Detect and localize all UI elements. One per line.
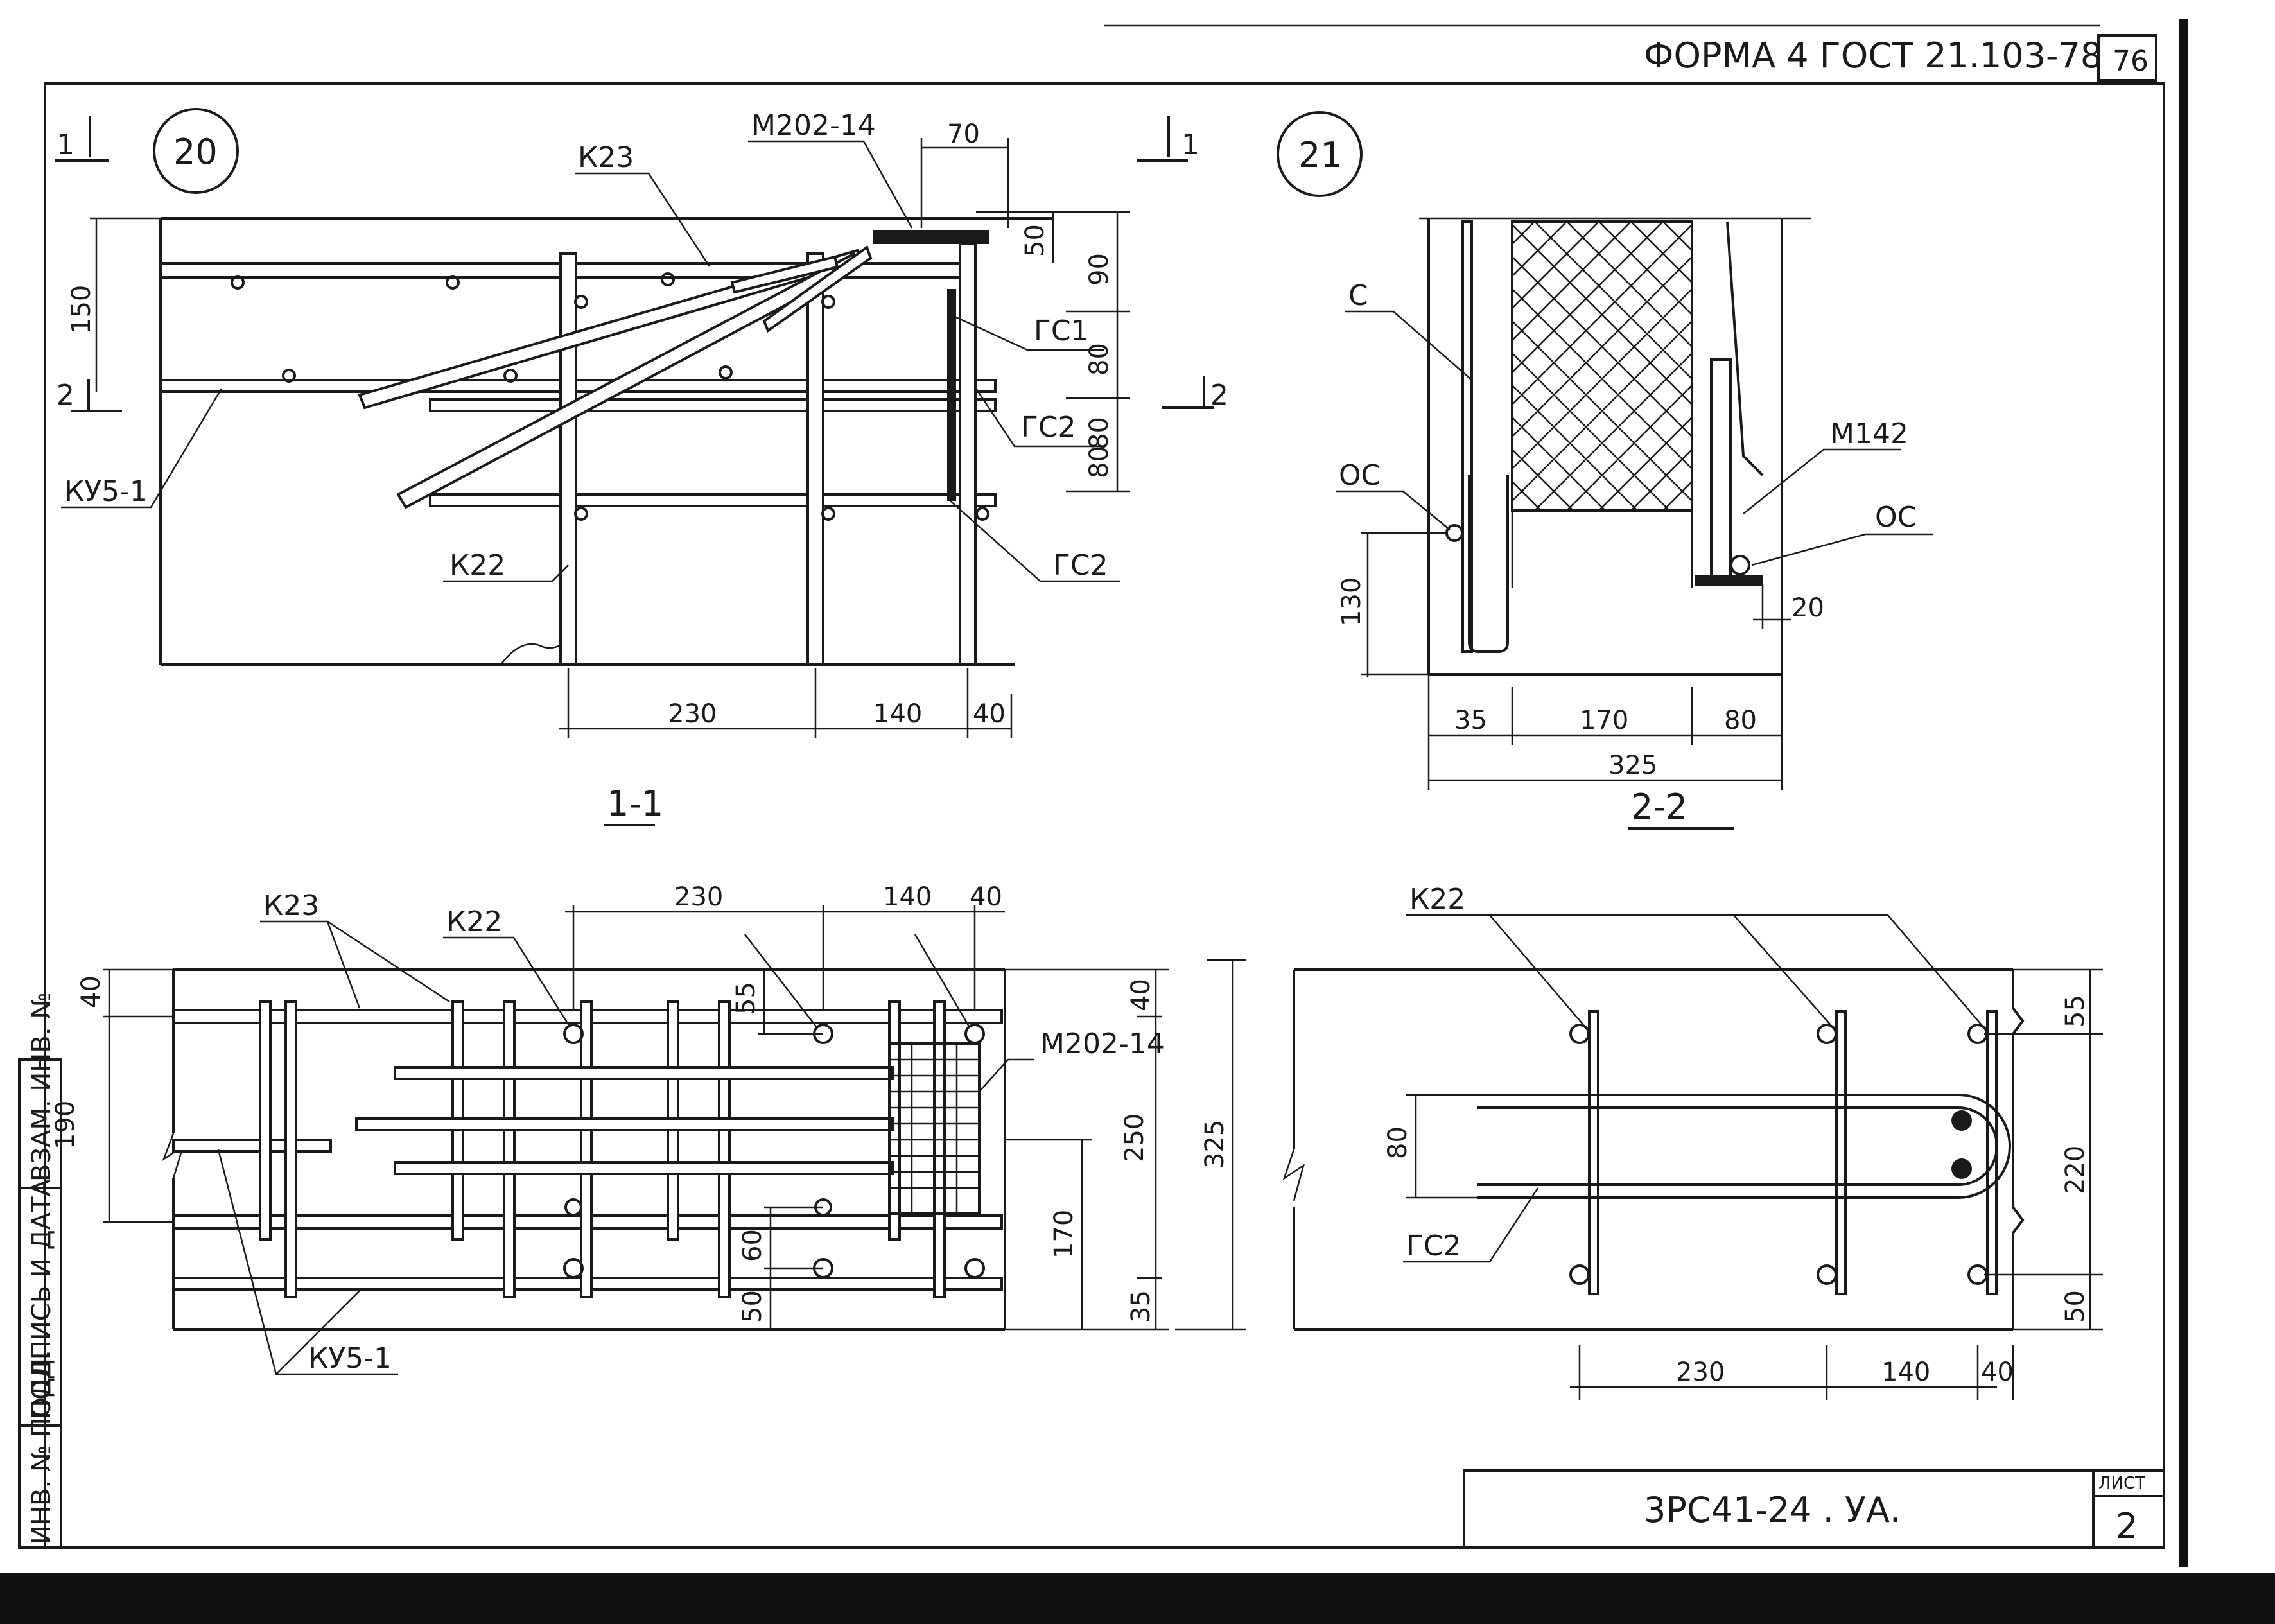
plan-2-dim-80: 80 (1383, 1126, 1413, 1159)
node-21-mark-oc-left: ОС (1339, 459, 1381, 492)
plan-2-dim-220: 220 (2061, 1146, 2090, 1194)
plan-1-dim-140: 140 (883, 882, 932, 912)
plan-1-dim-40v: 40 (76, 975, 106, 1008)
plan-1-dim-230: 230 (674, 882, 723, 912)
insulation-hatch (1511, 220, 1693, 588)
node-20: 20 1 1 2 2 (55, 108, 1228, 826)
plan-1-dim-50: 50 (738, 1290, 767, 1323)
plan-1-holes (563, 1024, 985, 1279)
node-21-mark-m142: М142 (1830, 417, 1908, 450)
plan-1-dim-250: 250 (1120, 1113, 1149, 1162)
node-20-dim-80c: 80 (1085, 446, 1114, 478)
node-20-dim-80b: 80 (1085, 417, 1114, 450)
node-20-dim-50: 50 (1020, 224, 1050, 257)
plan-1-dim-35: 35 (1126, 1290, 1156, 1323)
node-20-mark-ku5: КУ5-1 (64, 475, 148, 508)
sheet-label: ЛИСТ (2098, 1474, 2145, 1493)
sheet-number: 2 (2116, 1506, 2138, 1546)
node-20-dim-140: 140 (873, 699, 922, 729)
node-20-mark-gs2a: ГС2 (1021, 411, 1076, 444)
plan-1-dim-190: 190 (51, 1101, 80, 1149)
plan-1-dim-170: 170 (1049, 1210, 1079, 1259)
plan-2-dim-230: 230 (1676, 1358, 1725, 1387)
section-1-left: 1 (57, 128, 74, 161)
node-20-number: 20 (173, 132, 218, 172)
plan-2-dim-55: 55 (2061, 995, 2090, 1027)
node-20-mark-k23: К23 (578, 141, 634, 174)
node-20-dim-70: 70 (947, 119, 980, 149)
node-21-number: 21 (1298, 135, 1343, 175)
node-20-mark-gs1: ГС1 (1034, 315, 1089, 347)
node-21-mark-c: С (1348, 279, 1368, 312)
plan-2-holes (1569, 1024, 1988, 1285)
plan-1-mark-k22: К22 (446, 905, 502, 938)
margin-vzam-inv: ВЗАМ. ИНВ. № (27, 992, 57, 1182)
plan-1-mark-ku5: КУ5-1 (308, 1342, 392, 1375)
node-21-dim-170: 170 (1580, 706, 1628, 735)
plan-1: К23 К22 М202-14 КУ5-1 230 140 40 40 190 … (51, 882, 1246, 1375)
node-20-dim-40: 40 (973, 699, 1006, 729)
node-20-dim-90: 90 (1085, 253, 1114, 286)
plan-1-dim-325: 325 (1200, 1120, 1230, 1169)
node-21-dim-35: 35 (1454, 706, 1487, 735)
node-21-mark-oc-right: ОС (1875, 501, 1917, 534)
node-21-dim-325: 325 (1608, 751, 1657, 780)
plan-2-mark-gs2: ГС2 (1406, 1230, 1461, 1262)
plan-2-dim-50: 50 (2061, 1290, 2090, 1323)
plan-1-dim-40: 40 (970, 882, 1002, 912)
section-1-right: 1 (1181, 128, 1199, 161)
node-21: 21 С ОС М142 ОС 130 20 (1277, 111, 1933, 830)
plan-1-verticals (259, 1000, 946, 1298)
drawing-code: 3РС41-24 . УА. (1644, 1490, 1901, 1530)
node-21-circle (1277, 111, 1363, 197)
node-21-dim-20: 20 (1791, 593, 1824, 623)
plan-1-dim-55: 55 (731, 982, 761, 1015)
node-20-circle (153, 108, 239, 194)
plan-2: К22 ГС2 80 55 220 50 230 140 40 (1282, 883, 2103, 1400)
title-block: 3РС41-24 . УА. ЛИСТ 2 (1463, 1469, 2165, 1549)
node-20-mark-m202: М202-14 (751, 109, 876, 142)
node-20-dim-80a: 80 (1085, 343, 1114, 376)
node-20-mark-k22: К22 (449, 549, 505, 582)
node-21-dim-130: 130 (1337, 577, 1366, 626)
plan-1-dim-40-right: 40 (1126, 979, 1156, 1011)
page-number: 76 (2113, 45, 2149, 78)
node-20-mark-gs2b: ГС2 (1053, 549, 1108, 582)
section-1-1-title: 1-1 (607, 783, 663, 824)
form-label: ФОРМА 4 ГОСТ 21.103-78 (1644, 35, 2102, 76)
node-20-holes (231, 272, 989, 521)
node-20-dim-150: 150 (67, 285, 96, 334)
plan-2-dim-40: 40 (1981, 1358, 2014, 1387)
section-2-right: 2 (1210, 379, 1228, 412)
node-20-dim-230: 230 (668, 699, 717, 729)
margin-inv-podl: ИНВ. № ПОДЛ. (27, 1350, 57, 1544)
margin-podpis-data: ПОДПИСЬ И ДАТА (27, 1178, 57, 1419)
node-21-dim-80: 80 (1724, 706, 1757, 735)
section-2-left: 2 (57, 379, 74, 412)
header: ФОРМА 4 ГОСТ 21.103-78 76 (1644, 34, 2157, 82)
plan-2-dim-140: 140 (1881, 1358, 1930, 1387)
section-2-2-title: 2-2 (1631, 787, 1687, 827)
plan-1-mark-k23: К23 (263, 889, 319, 922)
sheet-frame (0, 19, 2275, 1624)
plan-2-mark-k22: К22 (1409, 883, 1465, 916)
plan-1-dim-60: 60 (738, 1229, 767, 1262)
left-margin-stamp: ВЗАМ. ИНВ. № ПОДПИСЬ И ДАТА ИНВ. № ПОДЛ. (18, 992, 62, 1549)
plan-1-mark-m202: М202-14 (1040, 1027, 1165, 1060)
